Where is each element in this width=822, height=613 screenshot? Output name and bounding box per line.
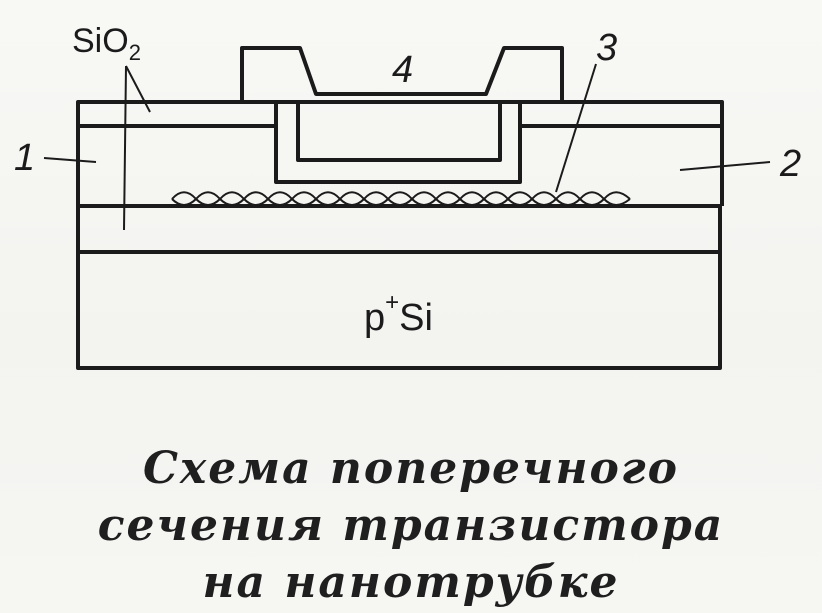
gate-oxide-recess <box>296 102 502 162</box>
callout-label-1: 1 <box>14 137 35 179</box>
bottom-oxide-layer <box>76 204 722 254</box>
substrate-label: p+Si <box>364 289 433 339</box>
figure-caption: Схема поперечного сечения транзистора на… <box>0 440 822 611</box>
caption-line-2: сечения транзистора <box>97 500 725 551</box>
callout-line-1 <box>43 157 97 163</box>
gate-electrode <box>240 46 564 102</box>
source-drain-contacts <box>76 124 724 206</box>
oxide-label: SiO2 <box>72 22 141 65</box>
oxide-callout-line-top <box>125 65 151 113</box>
callout-label-4: 4 <box>392 49 413 91</box>
caption-line-3: на нанотрубке <box>202 557 620 608</box>
nanotube <box>171 191 631 206</box>
top-oxide-layer <box>76 100 724 126</box>
callout-label-2: 2 <box>779 143 801 185</box>
oxide-callout-line-bottom <box>123 65 127 231</box>
top-oxide-sides <box>274 102 522 126</box>
caption-line-1: Схема поперечного <box>143 443 679 494</box>
callout-label-3: 3 <box>596 27 617 69</box>
callout-line-2 <box>679 161 771 171</box>
callout-line-3 <box>555 63 597 193</box>
